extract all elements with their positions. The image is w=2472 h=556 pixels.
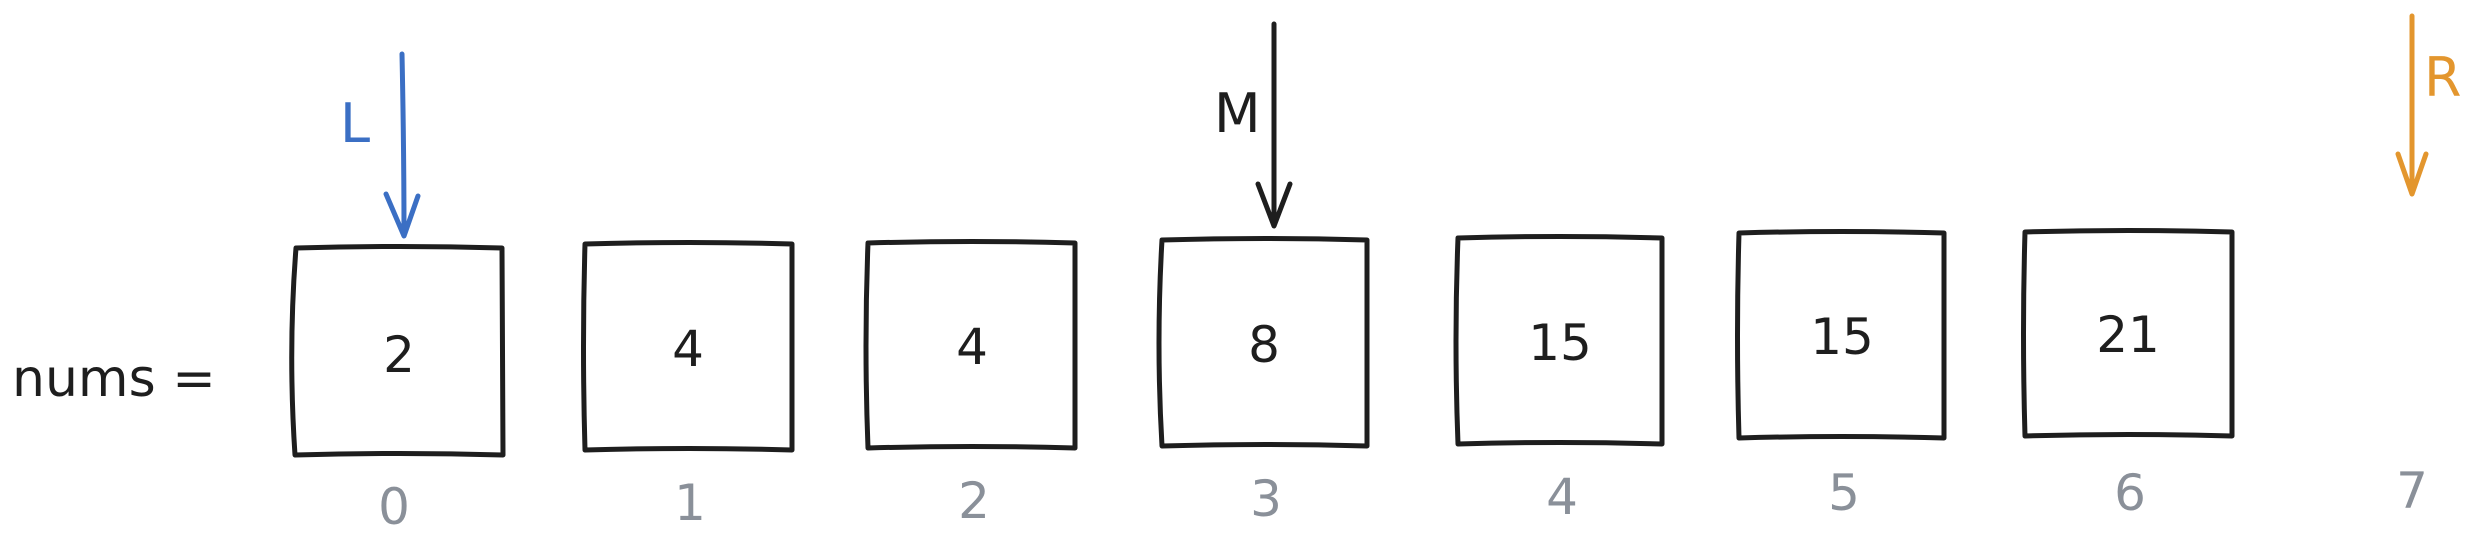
extra-index: 7 <box>2396 462 2428 520</box>
cell-box <box>863 239 1078 451</box>
cell-index: 1 <box>674 474 706 532</box>
cell-0: 2 0 <box>289 244 506 536</box>
cell-1: 4 1 <box>581 240 795 532</box>
pointer-l-arrow <box>383 51 421 239</box>
cell-box <box>581 240 795 453</box>
array-label: nums = <box>12 349 216 409</box>
cell-box <box>1735 229 1947 441</box>
pointer-r: R <box>2395 13 2462 197</box>
pointer-r-label: R <box>2424 46 2462 109</box>
pointer-l: L <box>340 51 421 239</box>
cell-value: 15 <box>1528 314 1592 372</box>
cell-box <box>289 244 506 458</box>
cell-value: 4 <box>956 318 988 376</box>
pointer-r-arrow <box>2395 13 2429 197</box>
cell-box <box>2021 228 2235 439</box>
cell-6: 21 6 <box>2021 228 2235 522</box>
cell-3: 8 3 <box>1156 236 1370 528</box>
cell-value: 21 <box>2096 306 2160 364</box>
cell-index: 0 <box>378 478 410 536</box>
cell-box <box>1156 236 1370 449</box>
cell-5: 15 5 <box>1735 229 1947 522</box>
cell-box <box>1453 234 1665 447</box>
cell-index: 3 <box>1250 470 1282 528</box>
pointer-m: M <box>1214 21 1293 229</box>
cell-value: 8 <box>1248 316 1280 374</box>
pointer-m-arrow <box>1255 21 1293 229</box>
cell-index: 6 <box>2114 464 2146 522</box>
cell-index: 5 <box>1828 464 1860 522</box>
cell-index: 2 <box>958 472 990 530</box>
cell-value: 2 <box>383 326 415 384</box>
pointer-m-label: M <box>1214 82 1261 145</box>
cell-index: 4 <box>1546 468 1578 526</box>
cell-value: 4 <box>672 320 704 378</box>
cell-2: 4 2 <box>863 239 1078 530</box>
cell-value: 15 <box>1810 308 1874 366</box>
cell-4: 15 4 <box>1453 234 1665 526</box>
pointer-l-label: L <box>340 92 370 155</box>
